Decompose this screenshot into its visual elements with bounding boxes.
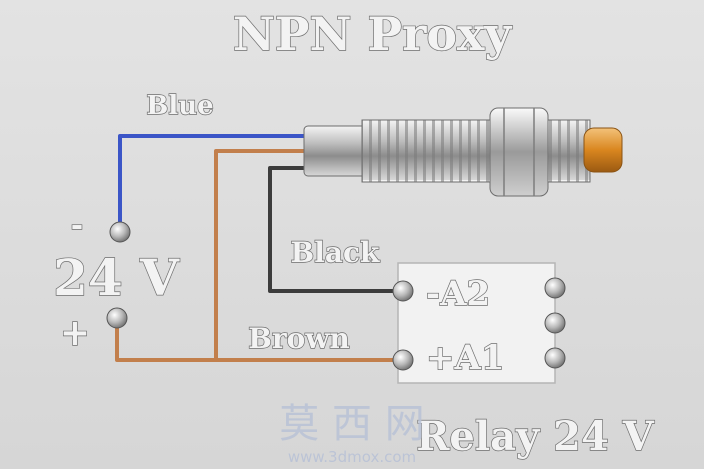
relay-contact-terminal-2 <box>544 312 566 334</box>
blue-wire <box>118 134 309 232</box>
black-wire <box>268 166 403 293</box>
brown-wire-supply <box>115 318 216 362</box>
sensor-tip <box>583 127 623 173</box>
relay-label: Relay 24 V <box>416 413 655 460</box>
npn-proximity-sensor <box>303 107 623 197</box>
brown-wire <box>214 149 403 362</box>
supply-plus-label: + <box>60 312 90 354</box>
supply-plus-terminal <box>106 307 128 329</box>
black-wire-label: Black <box>291 236 380 269</box>
relay-a2-label: -A2 <box>426 274 490 314</box>
watermark-logo-text: 莫 西 网 <box>279 401 424 447</box>
watermark-url: www.3dmox.com <box>288 448 416 466</box>
relay-contact-terminal-1 <box>544 277 566 299</box>
supply-minus-label: - <box>71 208 83 243</box>
relay-box: -A2 +A1 <box>392 262 566 384</box>
relay-a1-terminal <box>392 349 414 371</box>
brown-wire-label: Brown <box>248 322 350 355</box>
diagram-title: NPN Proxy <box>233 7 513 61</box>
relay-a1-label: +A1 <box>426 338 505 378</box>
relay-a2-terminal <box>392 280 414 302</box>
supply-voltage-label: 24 V <box>53 248 180 307</box>
supply-minus-terminal <box>109 221 131 243</box>
relay-contact-terminal-3 <box>544 347 566 369</box>
blue-wire-label: Blue <box>146 91 213 121</box>
